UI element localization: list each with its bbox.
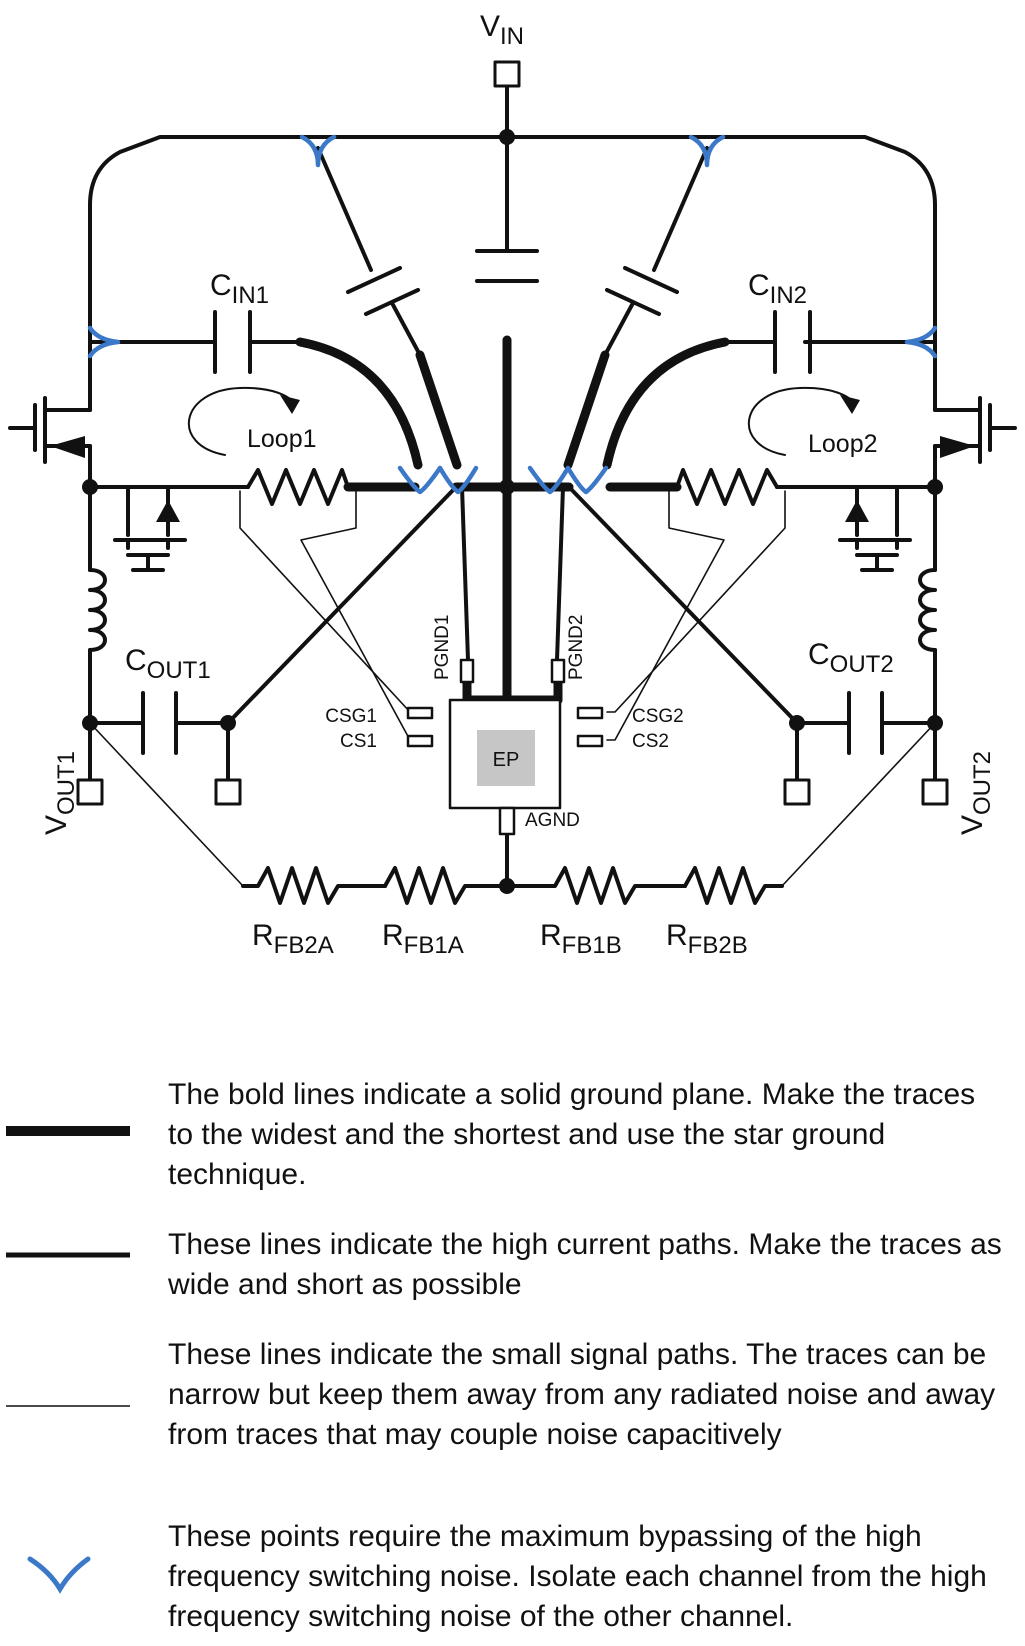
bypass-marks: [87, 134, 938, 495]
rfb2a-label: RFB2A: [252, 919, 334, 959]
cout2-label: COUT2: [808, 638, 894, 678]
ep-pad: [477, 730, 535, 786]
cin1-label: CIN1: [210, 269, 269, 309]
csg2-pin: [576, 706, 604, 720]
bold-line-sample: [6, 1126, 130, 1136]
rfb1b-label: RFB1B: [540, 919, 622, 959]
csg2-label: CSG2: [632, 706, 684, 727]
high-current-traces: [8, 84, 1017, 905]
pgnd2-pin: [550, 658, 566, 684]
agnd-label: AGND: [525, 810, 580, 831]
csg1-label: CSG1: [325, 706, 377, 727]
legend-text-ground-plane: The bold lines indicate a solid ground p…: [168, 1078, 976, 1191]
csg1-pin: [406, 706, 434, 720]
blue-v-mark-sample: [27, 1556, 91, 1594]
ic-package: [406, 658, 604, 836]
cin2-label: CIN2: [748, 269, 807, 309]
cs2-pin: [576, 734, 604, 748]
cs1-label: CS1: [340, 731, 377, 752]
vin-label: VIN: [480, 10, 524, 50]
rfb2b-label: RFB2B: [666, 919, 748, 959]
medium-line-sample: [6, 1252, 130, 1258]
cout1-label: COUT1: [125, 644, 211, 684]
agnd-pin: [498, 806, 516, 836]
terminals: [76, 60, 949, 806]
loop-arrowheads: [280, 395, 860, 414]
legend-text-bypass-points: These points require the maximum bypassi…: [168, 1520, 987, 1633]
loop2-label: Loop2: [808, 430, 878, 458]
pgnd1-label: PGND1: [432, 615, 453, 680]
junction-dots: [82, 129, 943, 894]
fet-arrows: [50, 436, 975, 522]
pgnd1-pin: [459, 658, 475, 684]
rfb1a-label: RFB1A: [382, 919, 464, 959]
loop1-label: Loop1: [247, 425, 317, 453]
loop-arrows: [187, 386, 856, 456]
thin-line-sample: [6, 1405, 130, 1407]
vout1-label: VOUT1: [40, 751, 80, 835]
legend-text-high-current: These lines indicate the high current pa…: [168, 1228, 1002, 1301]
pgnd2-label: PGND2: [566, 615, 587, 680]
cs2-label: CS2: [632, 731, 669, 752]
legend-text-small-signal: These lines indicate the small signal pa…: [168, 1338, 996, 1451]
cs1-pin: [406, 734, 434, 748]
ep-label: EP: [493, 749, 520, 771]
vout2-label: VOUT2: [956, 751, 996, 835]
pcb-layout-schematic: VIN CIN1 CIN2 Loop1 Loop2 COUT1 COUT2 VO…: [8, 10, 1017, 959]
